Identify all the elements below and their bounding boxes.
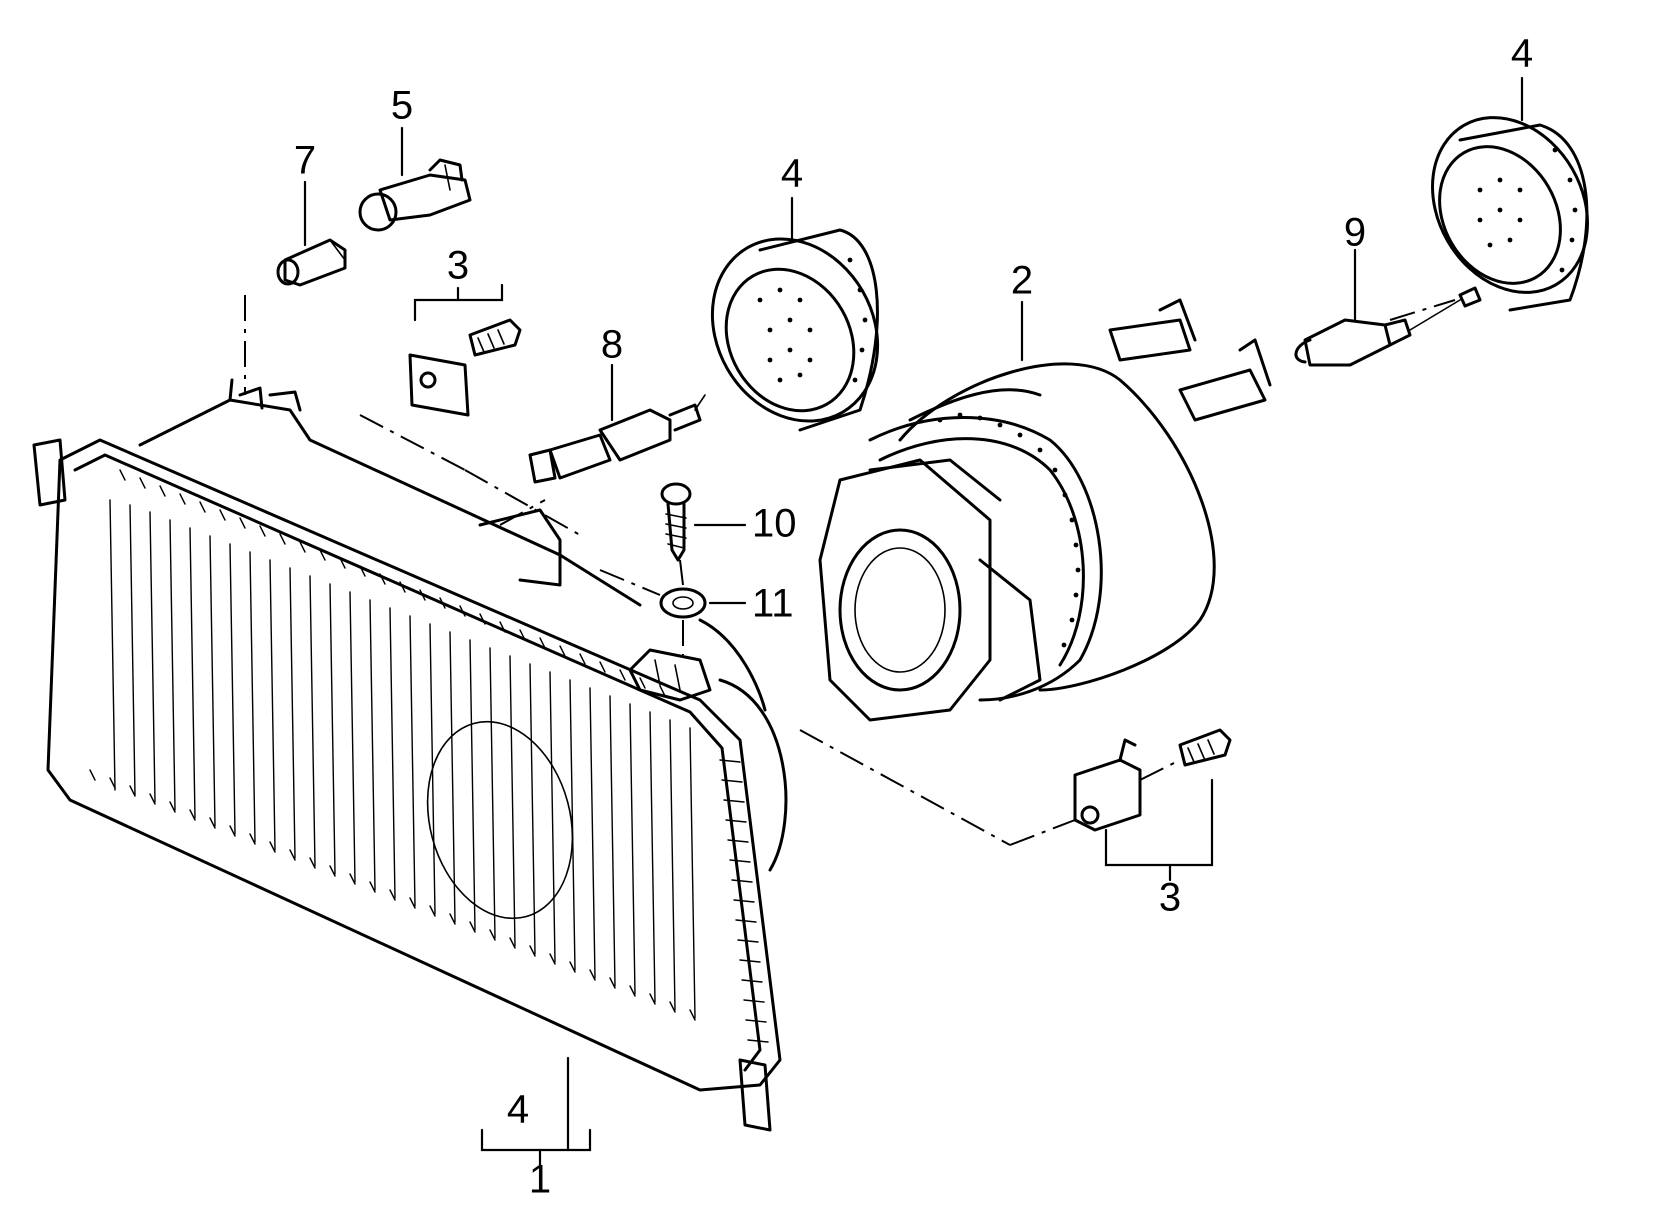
assembly-lines: [244, 295, 1456, 846]
cap-ring-right: [1431, 116, 1589, 312]
callout-11: 11: [752, 582, 794, 626]
callout-4-ring-left: 4: [781, 152, 803, 196]
bulb-7: [276, 238, 347, 287]
leaders: [303, 76, 1524, 1167]
callout-8: 8: [601, 323, 623, 367]
callout-4-ring-right: 4: [1511, 32, 1533, 76]
clip-3-lower: [1073, 728, 1232, 832]
callout-4-lens: 4: [507, 1088, 529, 1132]
callout-3-upper: 3: [447, 244, 469, 288]
callout-labels: 1 2 3 3 4 4 4 5 7 8 9 10 11: [294, 32, 1533, 1202]
cap-ring-left: [710, 228, 880, 432]
washer-11: [659, 587, 707, 619]
projector-module: [818, 298, 1272, 722]
callout-3-lower: 3: [1159, 876, 1181, 920]
callout-9: 9: [1344, 211, 1366, 255]
callout-2: 2: [1011, 259, 1033, 303]
bulb-9: [1294, 286, 1482, 367]
screw-10: [660, 482, 692, 562]
callout-1: 1: [529, 1158, 551, 1202]
socket-5: [358, 158, 472, 232]
callout-7: 7: [294, 139, 316, 183]
headlight-lens-assembly: [32, 378, 788, 1132]
clip-3-upper: [408, 318, 522, 417]
callout-5: 5: [391, 84, 413, 128]
bulb-8: [528, 394, 706, 484]
callout-10: 10: [752, 502, 797, 546]
